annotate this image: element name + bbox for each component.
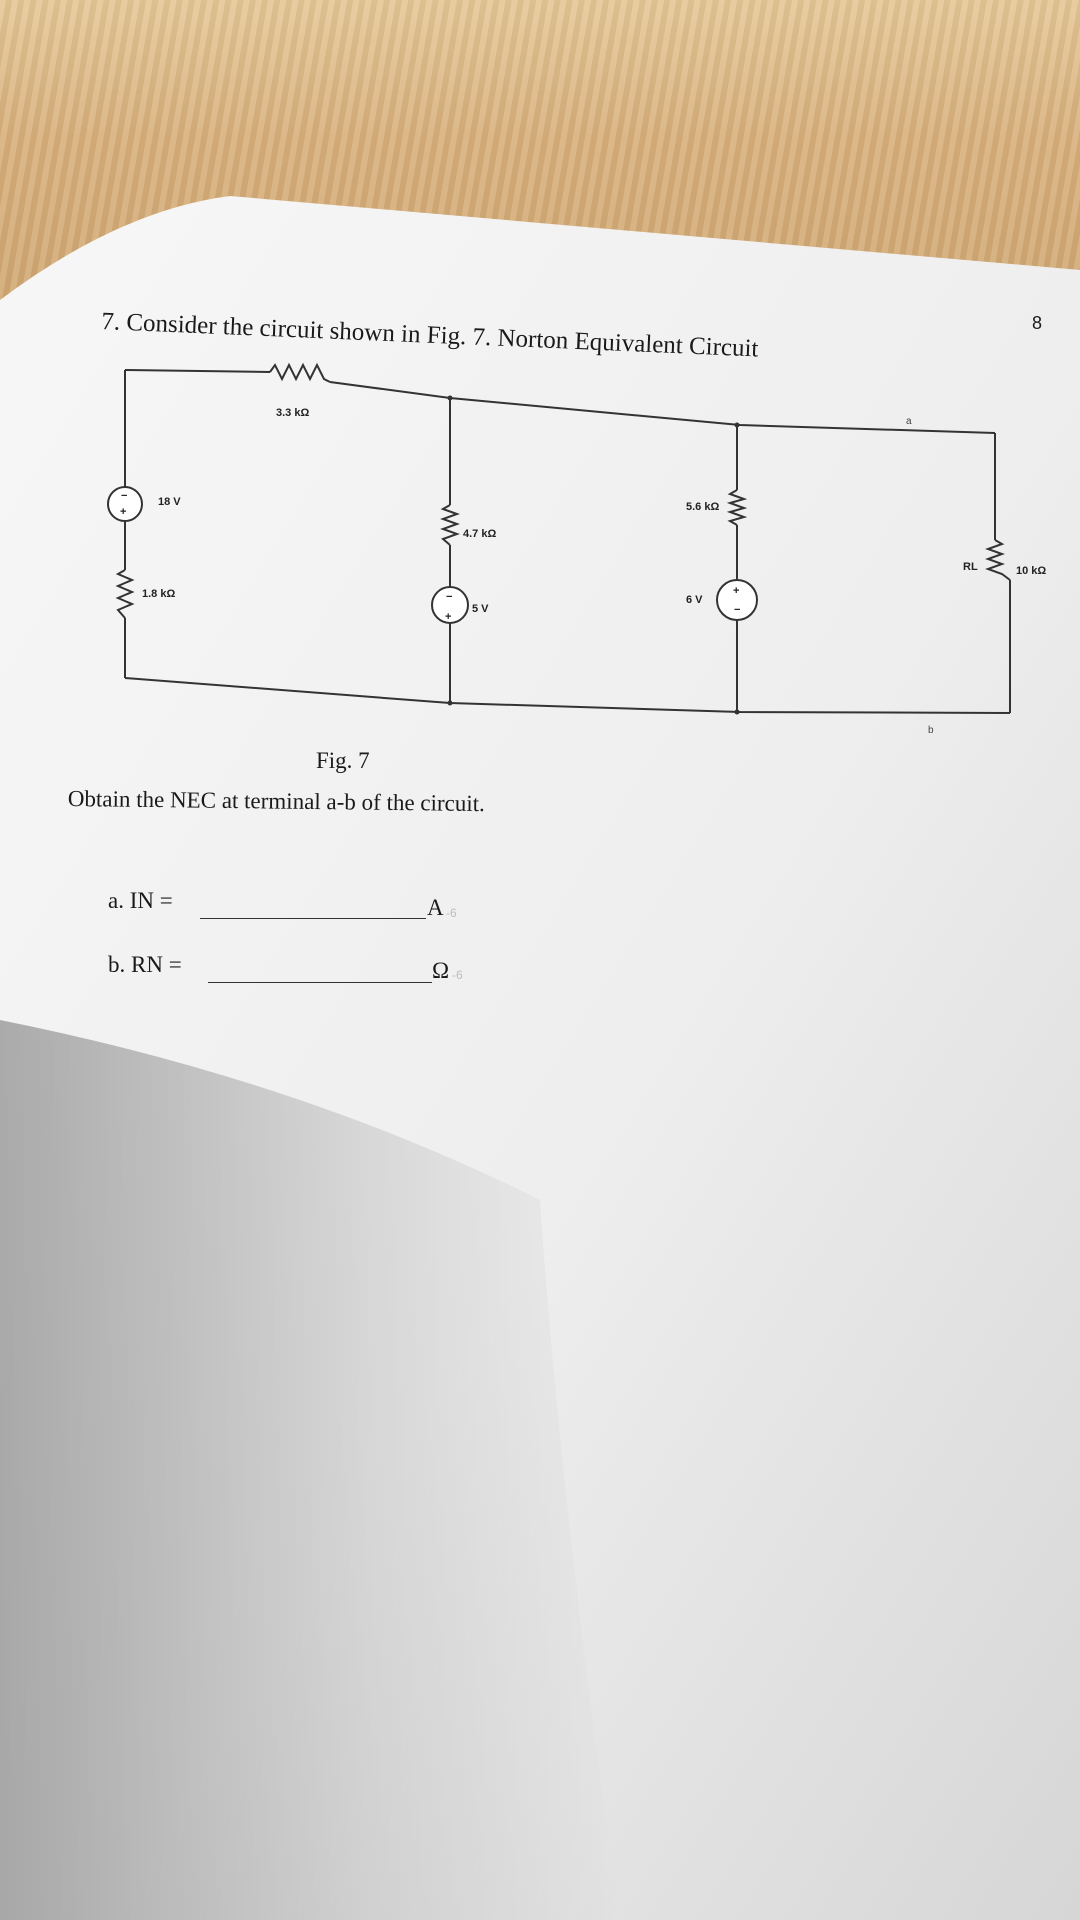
voltage-source-6v (716, 579, 758, 621)
page-number: 8 (1032, 313, 1043, 333)
answer-rn-label: b. RN = (108, 952, 182, 977)
answer-in-blank[interactable] (200, 918, 426, 919)
resistor-RL (985, 539, 1011, 581)
resistor-1.8k (115, 569, 135, 619)
terminal-b: b (928, 725, 934, 736)
circuit-wires (124, 369, 1011, 714)
voltage-source-18v (107, 486, 143, 522)
svg-text:−: − (734, 604, 740, 616)
resistor-3.3k (269, 362, 331, 383)
resistor-5.6k (726, 489, 748, 526)
svg-text:+: + (445, 611, 451, 623)
answer-in-label: a. IN = (108, 888, 173, 913)
label-1.8k: 1.8 kΩ (142, 588, 175, 600)
label-3.3k: 3.3 kΩ (276, 407, 309, 419)
label-10k: 10 kΩ (1016, 565, 1046, 577)
label-rl: RL (963, 561, 978, 573)
svg-text:−: − (121, 490, 127, 502)
svg-text:+: + (733, 585, 739, 597)
answer-rn-blank[interactable] (208, 982, 432, 983)
svg-text:+: + (120, 506, 126, 518)
answer-in-unit: A (427, 895, 444, 920)
label-6v: 6 V (686, 594, 703, 606)
answer-in-points: -6 (446, 906, 457, 920)
label-18v: 18 V (158, 496, 181, 508)
figure-caption: Fig. 7 (316, 748, 370, 773)
label-5.6k: 5.6 kΩ (686, 501, 719, 513)
answer-rn-unit: Ω (432, 958, 450, 983)
question-prompt: Obtain the NEC at terminal a-b of the ci… (67, 786, 486, 817)
label-4.7k: 4.7 kΩ (463, 528, 496, 540)
answer-rn-points: -6 (452, 968, 463, 982)
resistor-4.7k (440, 504, 460, 546)
voltage-source-5v (431, 586, 469, 624)
svg-text:−: − (446, 591, 452, 603)
label-5v: 5 V (472, 603, 489, 615)
terminal-a: a (906, 416, 912, 427)
